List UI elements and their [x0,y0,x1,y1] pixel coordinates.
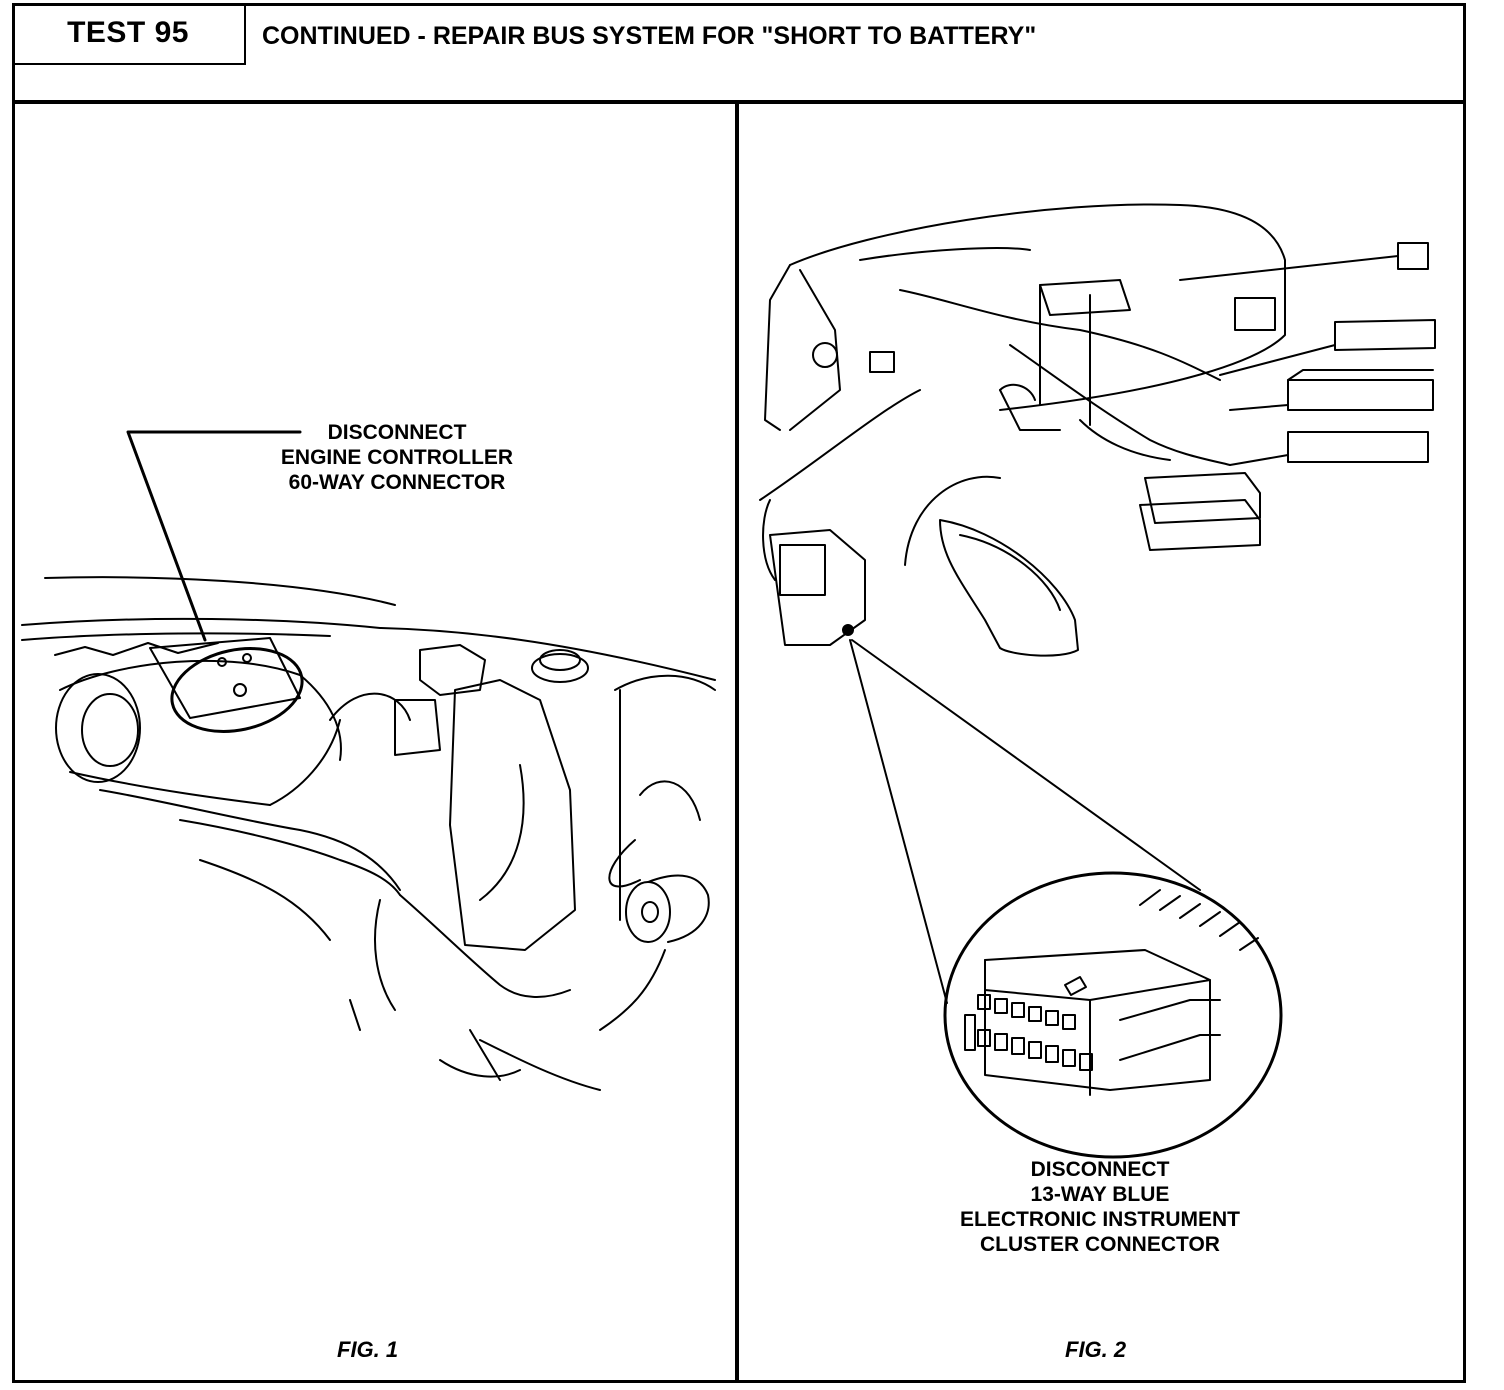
13-way-connector-detail [964,889,1259,1096]
fig2-callout-line-3: ELECTRONIC INSTRUMENT [960,1208,1240,1231]
connector-magnifier-circle [943,871,1283,1159]
panel-divider [735,102,739,1383]
page-frame [12,3,1466,1383]
fig2-callout-line-2: 13-WAY BLUE [1030,1183,1170,1206]
fig1-callout-line-1: DISCONNECT [327,421,467,444]
fig1-callout-line-3: 60-WAY CONNECTOR [288,471,506,494]
fig1-callout-line-2: ENGINE CONTROLLER [280,446,514,469]
engine-compartment-illustration [21,576,716,1091]
fig1-callout: DISCONNECT ENGINE CONTROLLER 60-WAY CONN… [272,420,522,495]
magnifier-leader-right [851,639,1201,891]
fig2-callout-line-4: CLUSTER CONNECTOR [980,1233,1220,1256]
fig2-label: FIG. 2 [1065,1337,1127,1362]
fig1-label: FIG. 1 [337,1337,399,1362]
header-divider [12,100,1466,104]
test-label: TEST 95 [67,16,189,49]
fig1-leader-line [126,430,302,642]
fig2-callout: DISCONNECT 13-WAY BLUE ELECTRONIC INSTRU… [940,1157,1260,1257]
instrument-panel-illustration [759,203,1436,657]
engine-controller-highlight [170,647,304,733]
page-title: CONTINUED - REPAIR BUS SYSTEM FOR "SHORT… [262,22,1037,50]
test-number-box: TEST 95 [12,3,246,65]
magnifier-leader-left [849,639,948,1004]
fig2-callout-line-1: DISCONNECT [1030,1158,1170,1181]
